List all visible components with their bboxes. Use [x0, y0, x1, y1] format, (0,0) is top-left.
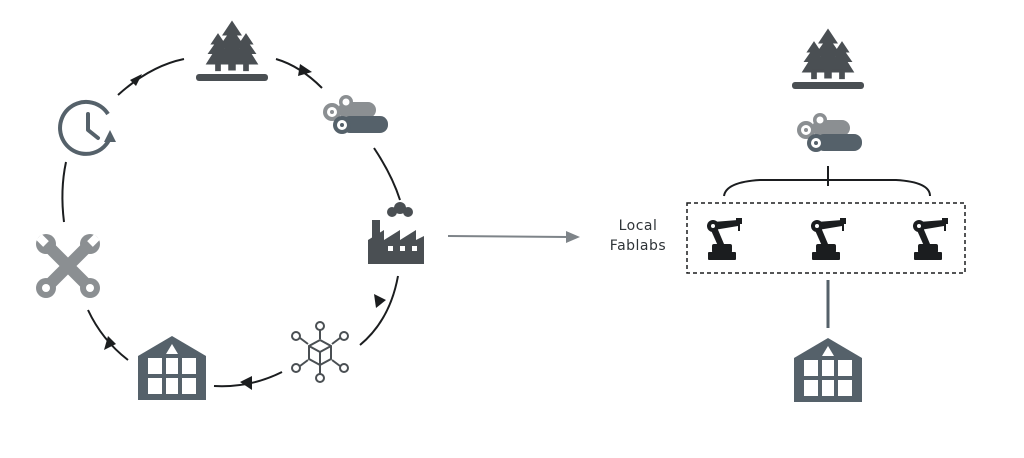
robot-arm-icon-2 — [811, 218, 846, 260]
factory-icon — [368, 202, 424, 264]
robot-arm-icon-1 — [707, 218, 742, 260]
forest-icon — [196, 20, 268, 81]
time-cycle-icon — [58, 99, 116, 156]
transition-arrow — [447, 231, 580, 243]
fablab-label-line2: Fablabs — [610, 238, 666, 254]
fablab-label-line1: Local — [619, 218, 658, 234]
greenhouse-icon — [138, 336, 206, 400]
product-network-icon — [291, 321, 349, 383]
arrow-head-2 — [298, 64, 312, 76]
cycle-arrowheads — [104, 64, 386, 390]
arrow-head-3 — [374, 294, 386, 308]
distribution-bracket — [723, 166, 931, 197]
robot-arm-icon-3 — [913, 218, 948, 260]
supply-greenhouse-icon — [794, 338, 862, 402]
arrow-head-5 — [104, 336, 116, 350]
arrow-head-1 — [130, 74, 142, 86]
supply-forest-icon — [792, 28, 864, 89]
logs-icon — [323, 95, 388, 134]
fablabs-box — [686, 202, 966, 274]
repair-tools-icon — [36, 234, 100, 298]
arrow-head-4 — [240, 376, 252, 390]
supply-logs-icon — [797, 113, 862, 152]
